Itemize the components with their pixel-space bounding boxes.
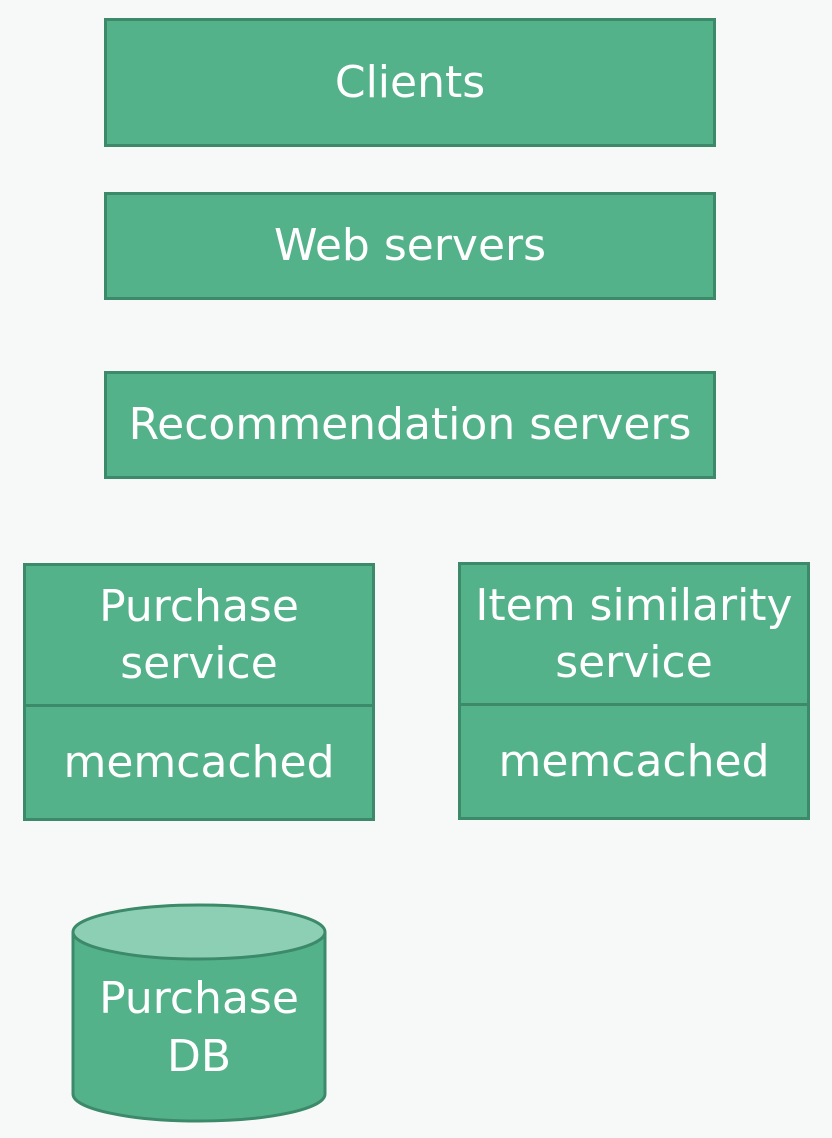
purchase-db-label: Purchase DB [99,973,299,1082]
item-similarity-service-stack: Item similarity service memcached [458,562,810,820]
item-similarity-service-label: Item similarity service [475,579,793,688]
purchase-service-box: Purchase service [26,566,372,707]
database-icon [71,903,327,1123]
purchase-memcached-box: memcached [26,707,372,818]
item-similarity-service-box: Item similarity service [461,565,807,706]
item-similarity-memcached-box: memcached [461,706,807,817]
clients-label: Clients [334,56,486,108]
web-servers-box: Web servers [104,192,716,300]
clients-box: Clients [104,18,716,147]
recommendation-servers-box: Recommendation servers [104,371,716,479]
purchase-db-cylinder: Purchase DB [70,902,328,1124]
purchase-service-stack: Purchase service memcached [23,563,375,821]
purchase-service-label: Purchase service [99,580,299,689]
web-servers-label: Web servers [273,220,547,272]
purchase-memcached-label: memcached [63,736,335,788]
item-similarity-memcached-label: memcached [498,735,770,787]
recommendation-servers-label: Recommendation servers [128,399,692,451]
